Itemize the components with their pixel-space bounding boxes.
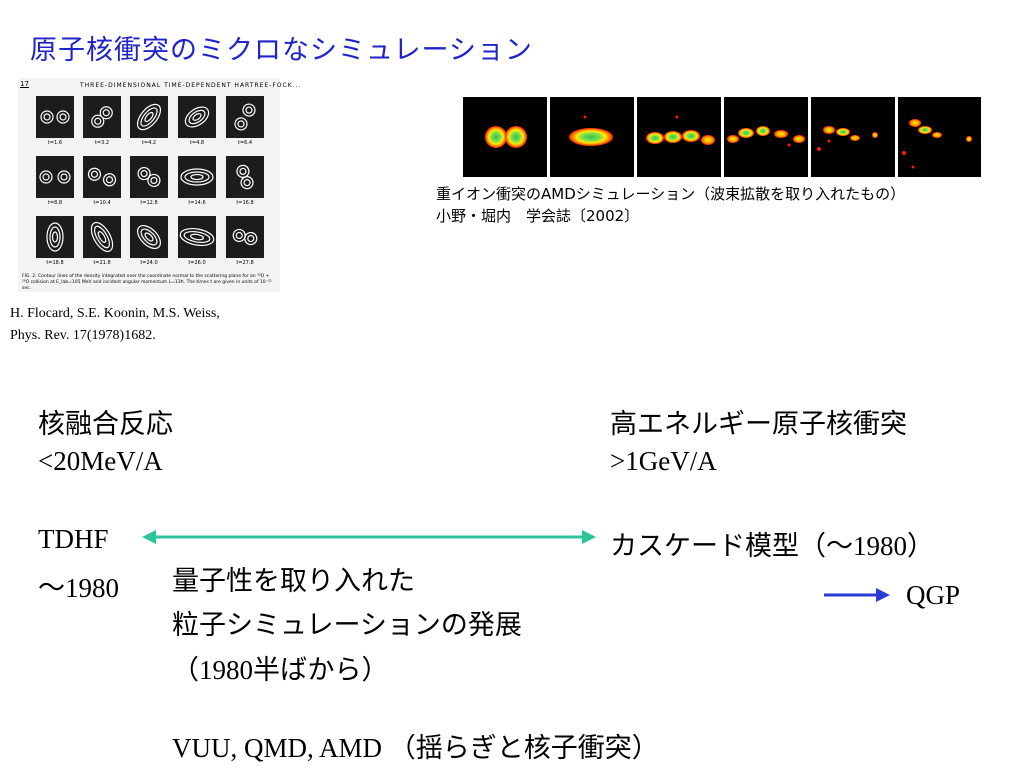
high-energy-range: >1GeV/A (610, 446, 717, 476)
amd-snapshots (463, 97, 981, 177)
energy-range-double-arrow (142, 530, 596, 544)
development-line3-open: （ (172, 655, 199, 686)
models-note: （揺らぎと核子衝突） (388, 733, 659, 764)
development-line3-year: 1980 (199, 655, 253, 685)
contour-plot (137, 166, 161, 188)
contour-time-label: t=18.8 (46, 260, 64, 266)
contour-panel (83, 156, 121, 198)
contour-panel (178, 96, 216, 138)
qgp-label: QGP (906, 580, 961, 610)
tdhf-contour-figure: 17 THREE-DIMENSIONAL TIME-DEPENDENT HART… (18, 78, 300, 292)
amd-panel-2 (550, 97, 634, 177)
cascade-label-year: 1980 (853, 531, 907, 561)
contour-plot (232, 228, 258, 246)
citation-journal: Phys. Rev. 17(1978)1682. (10, 328, 156, 343)
contour-panel (36, 216, 74, 258)
contour-time-label: t=3.2 (94, 140, 110, 146)
development-line1: 量子性を取り入れた (172, 566, 415, 597)
contour-plot (236, 164, 254, 190)
development-line3: （1980半ばから） (172, 648, 522, 693)
tdhf-year: ～1980 (38, 573, 119, 603)
development-line3-rest: 半ばから） (253, 655, 389, 686)
contour-plot (136, 103, 162, 131)
contour-plot (91, 106, 113, 128)
contour-time-label: t=16.8 (236, 200, 254, 206)
contour-panel (130, 156, 168, 198)
contour-panel (226, 156, 264, 198)
development-line2: 粒子シミュレーションの発展 (172, 610, 522, 641)
contour-time-label: t=27.8 (236, 260, 254, 266)
contour-plot (180, 168, 214, 186)
high-energy-heading: 高エネルギー原子核衝突 (610, 409, 907, 440)
cascade-model-label: カスケード模型（～1980） (610, 524, 934, 563)
figure-caption: FIG. 2. Contour lines of the density int… (22, 274, 272, 291)
contour-time-label: t=24.0 (140, 260, 158, 266)
contour-panel (226, 96, 264, 138)
cascade-label-jp: カスケード模型（～ (610, 531, 853, 562)
amd-caption-line2: 小野・堀内 学会誌〔2002〕 (436, 207, 640, 225)
page-title: 原子核衝突のミクロなシミュレーション (30, 35, 533, 66)
contour-panel (178, 156, 216, 198)
development-text: 量子性を取り入れた 粒子シミュレーションの発展 （1980半ばから） (172, 560, 522, 693)
contour-time-label: t=8.8 (47, 200, 63, 206)
contour-time-label: t=4.2 (141, 140, 157, 146)
low-energy-heading: 核融合反応 (38, 409, 173, 440)
tdhf-label: TDHF (38, 524, 109, 554)
amd-panel-3 (637, 97, 721, 177)
amd-panel-4 (724, 97, 808, 177)
figure-page-number: 17 (20, 80, 29, 88)
contour-time-label: t=21.8 (93, 260, 111, 266)
models-list: VUU, QMD, AMD (172, 733, 389, 763)
qgp-arrow (824, 588, 890, 602)
tdhf-citation: H. Flocard, S.E. Koonin, M.S. Weiss, Phy… (10, 303, 220, 347)
figure-running-header: THREE-DIMENSIONAL TIME-DEPENDENT HARTREE… (80, 82, 302, 89)
contour-plot (39, 170, 71, 184)
amd-panel-5 (811, 97, 895, 177)
contour-time-label: t=10.4 (93, 200, 111, 206)
contour-panel (226, 216, 264, 258)
contour-panel (130, 96, 168, 138)
contour-plot (179, 227, 215, 247)
low-energy-range: <20MeV/A (38, 446, 163, 476)
cascade-label-close: ） (907, 531, 934, 562)
amd-figure-caption: 重イオン衝突のAMDシミュレーション（波束拡散を取り入れたもの） 小野・堀内 学… (436, 183, 905, 227)
contour-plot (46, 222, 64, 252)
contour-time-label: t=1.6 (47, 140, 63, 146)
contour-time-label: t=4.8 (189, 140, 205, 146)
contour-panel (36, 96, 74, 138)
contour-panel (178, 216, 216, 258)
contour-plot (234, 103, 256, 131)
amd-panel-1 (463, 97, 547, 177)
contour-panel (83, 96, 121, 138)
models-line: VUU, QMD, AMD （揺らぎと核子衝突） (172, 726, 659, 765)
contour-plot (136, 224, 162, 250)
contour-time-label: t=14.6 (188, 200, 206, 206)
contour-panel (83, 216, 121, 258)
contour-panel (36, 156, 74, 198)
citation-authors: H. Flocard, S.E. Koonin, M.S. Weiss, (10, 306, 220, 321)
amd-panel-6 (898, 97, 981, 177)
contour-plot (90, 221, 114, 253)
contour-plot (87, 167, 117, 187)
contour-time-label: t=6.4 (237, 140, 253, 146)
contour-time-label: t=26.0 (188, 260, 206, 266)
amd-caption-line1: 重イオン衝突のAMDシミュレーション（波束拡散を取り入れたもの） (436, 185, 906, 203)
amd-simulation-figure (463, 97, 981, 177)
contour-panel (130, 216, 168, 258)
contour-plot (40, 110, 70, 124)
contour-time-label: t=12.8 (140, 200, 158, 206)
contour-plot (184, 106, 210, 128)
